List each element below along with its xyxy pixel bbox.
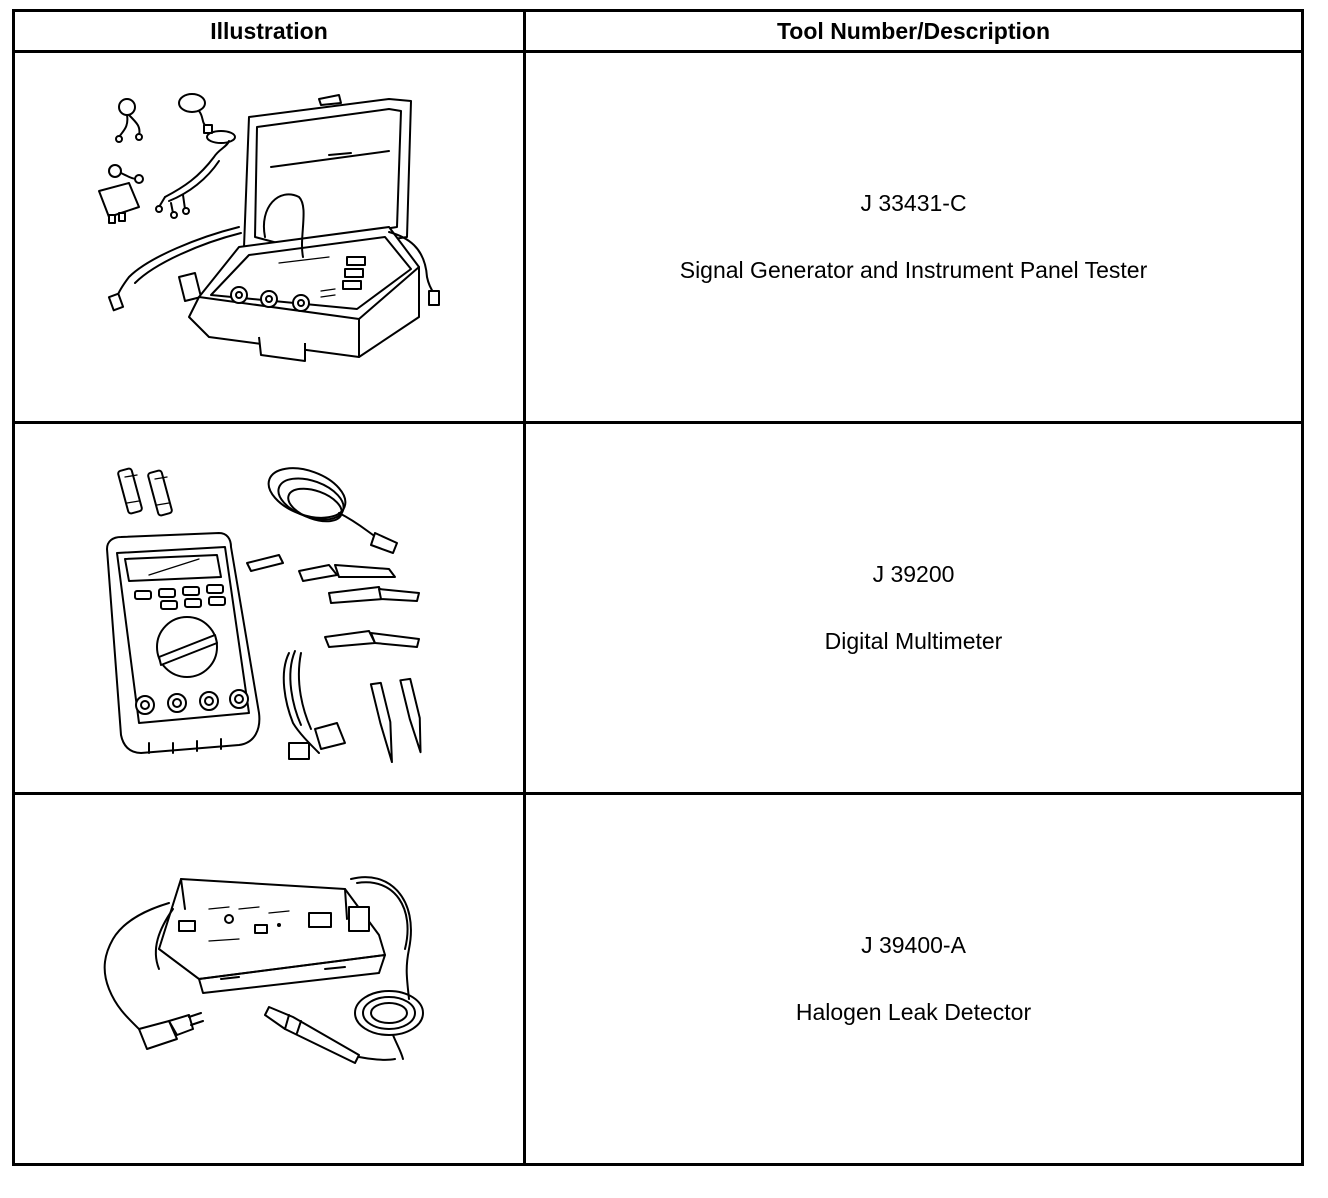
description-cell: J 39400-A Halogen Leak Detector	[523, 792, 1304, 1166]
tool-description: Digital Multimeter	[824, 628, 1003, 654]
digital-multimeter-drawing	[106, 467, 422, 763]
tool-number: J 39200	[872, 561, 955, 587]
illustration-cell	[12, 421, 526, 795]
illustration-cell	[12, 50, 526, 424]
tool-description: Halogen Leak Detector	[795, 999, 1032, 1025]
header-illustration: Illustration	[12, 9, 526, 53]
table-row: J 39400-A Halogen Leak Detector	[12, 792, 1304, 1166]
description-cell: J 39200 Digital Multimeter	[523, 421, 1304, 795]
tool-number: J 39400-A	[861, 932, 966, 958]
table-row: J 39200 Digital Multimeter	[12, 421, 1304, 795]
halogen-leak-detector-drawing	[103, 876, 424, 1064]
table-row: J 33431-C Signal Generator and Instrumen…	[12, 50, 1304, 424]
signal-generator-kit-drawing	[98, 93, 440, 362]
tools-table: Illustration Tool Number/Description	[12, 9, 1304, 1166]
tool-description: Signal Generator and Instrument Panel Te…	[679, 257, 1148, 283]
description-cell: J 33431-C Signal Generator and Instrumen…	[523, 50, 1304, 424]
header-tool: Tool Number/Description	[523, 9, 1304, 53]
illustration-cell	[12, 792, 526, 1166]
tool-number: J 33431-C	[860, 190, 967, 216]
header-row: Illustration Tool Number/Description	[12, 9, 1304, 53]
